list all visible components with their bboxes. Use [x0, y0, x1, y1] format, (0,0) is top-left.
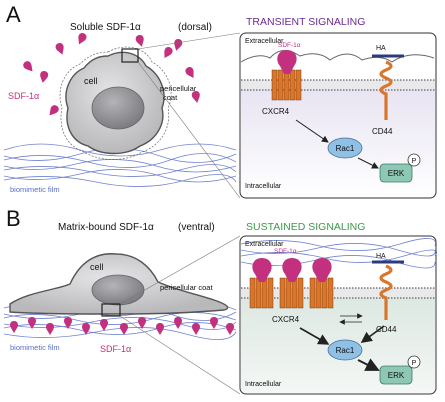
rac1-node-a [327, 137, 363, 159]
sustained-signaling-title: SUSTAINED SIGNALING [246, 221, 365, 233]
cxcr4-receptor-b-1 [249, 258, 274, 309]
film-label-a: biomimetic film [10, 185, 60, 194]
sdf-label-box-b: SDF-1α [274, 248, 297, 255]
extracellular-label-b: Extracellular [245, 241, 284, 248]
rac1-label-a: Rac1 [336, 144, 355, 153]
extracellular-matrix-b [240, 238, 437, 269]
extracellular-label-a: Extracellular [245, 38, 284, 45]
intracellular-label-a: Intracellular [245, 183, 282, 190]
phospho-badge-b [407, 355, 421, 369]
phospho-label-b: P [412, 360, 417, 367]
erk-label-a: ERK [388, 169, 405, 178]
intracellular-label-b: Intracellular [245, 381, 282, 388]
sdf-bound-a [277, 50, 297, 74]
panel-b-title: Matrix-bound SDF-1α [58, 222, 154, 233]
phospho-label-a: P [412, 158, 417, 165]
panel-b-letter: B [6, 206, 21, 231]
pericellular-coat-a [59, 46, 172, 160]
rac1-node-b [327, 339, 363, 361]
arrow-cxcr4-rac1-a [295, 119, 329, 143]
arrow-cxcr4-rac1-b [299, 327, 330, 345]
sdf-label-b: SDF-1α [100, 344, 131, 354]
cd44-label-a: CD44 [372, 127, 393, 136]
arrow-rac1-erk-b [357, 358, 380, 371]
zoom-box-b [101, 303, 121, 317]
membrane-a [241, 79, 435, 91]
cd44-receptor-b [379, 264, 393, 320]
panel-a-title: Soluble SDF-1α [70, 22, 141, 33]
nucleus-b [91, 274, 145, 306]
ha-label-b: HA [376, 253, 386, 260]
zoom-box-a [121, 48, 139, 63]
cxcr4-label-a: CXCR4 [262, 107, 290, 116]
cxcr4-receptor-a [271, 69, 302, 101]
transient-signaling-title: TRANSIENT SIGNALING [246, 16, 365, 28]
erk-label-b: ERK [388, 371, 405, 380]
erk-node-a [379, 163, 413, 183]
zoom-line-a-top [137, 32, 241, 50]
panel-b-position: (ventral) [178, 222, 215, 233]
cd44-label-b: CD44 [376, 325, 397, 334]
matrix-bound-sdf-droplets [10, 317, 234, 335]
cell-label-b: cell [90, 262, 104, 272]
film-label-b: biomimetic film [10, 343, 60, 352]
cxcr4-receptor-b-2 [279, 258, 304, 309]
sdf-label-a: SDF-1α [8, 91, 39, 101]
coat-outline-a [240, 50, 435, 63]
biomimetic-film-a [3, 143, 237, 187]
cxcr4-receptor-b-3 [309, 258, 334, 309]
zoom-line-b-top [119, 235, 241, 305]
arrow-rac1-erk-a [357, 157, 379, 169]
panel-a-position: (dorsal) [178, 22, 212, 33]
rac1-label-b: Rac1 [336, 346, 355, 355]
coat-label-a-2: coat [163, 93, 178, 102]
zoom-line-b-bottom [119, 315, 241, 395]
panel-a-letter: A [6, 2, 21, 27]
coat-label-b: pericellular coat [160, 283, 213, 292]
phospho-badge-a [407, 153, 421, 167]
ha-label-a: HA [376, 45, 386, 52]
erk-node-b [379, 365, 413, 385]
coat-label-a-1: pericellular [160, 84, 197, 93]
zoom-line-a-bottom [137, 61, 241, 199]
cd44-receptor-a [379, 60, 393, 120]
sdf-label-box-a: SDF-1α [278, 42, 301, 49]
cell-label-a: cell [84, 76, 98, 86]
membrane-b [241, 287, 435, 299]
nucleus-a [91, 86, 145, 130]
cxcr4-label-b: CXCR4 [272, 315, 300, 324]
arrow-cd44-rac1-b [360, 325, 385, 343]
